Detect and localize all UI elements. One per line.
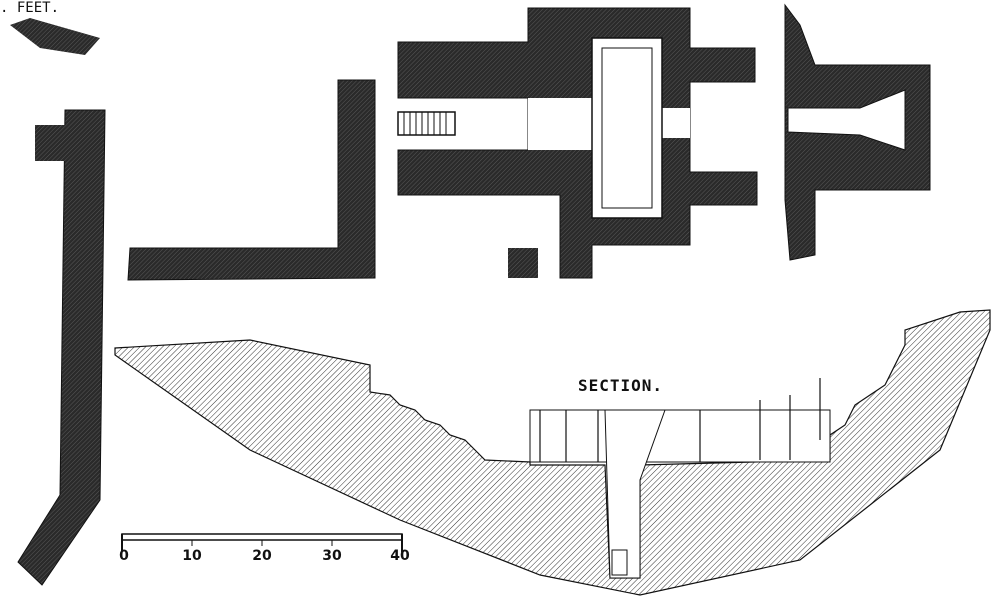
section-title: SECTION. — [578, 376, 664, 395]
scale-tick-label: 10 — [182, 548, 202, 564]
l-shaped-wall — [127, 79, 376, 281]
chamber — [591, 37, 663, 219]
stair-plan — [397, 111, 456, 136]
east-wall-plan — [784, 3, 931, 261]
scale-tick-label: 0 — [119, 548, 129, 564]
scale-unit-label: . FEET. — [0, 0, 60, 16]
tomb-plan — [397, 7, 758, 279]
pier — [508, 248, 538, 278]
scale-tick-label: 20 — [252, 548, 272, 564]
section-view — [114, 309, 991, 596]
scale-bar — [121, 533, 403, 552]
west-wall — [17, 109, 106, 586]
scale-tick-label: 40 — [390, 548, 410, 564]
scale-tick-label: 30 — [322, 548, 342, 564]
west-wall-stub — [35, 125, 67, 161]
wall-fragment — [10, 18, 100, 55]
